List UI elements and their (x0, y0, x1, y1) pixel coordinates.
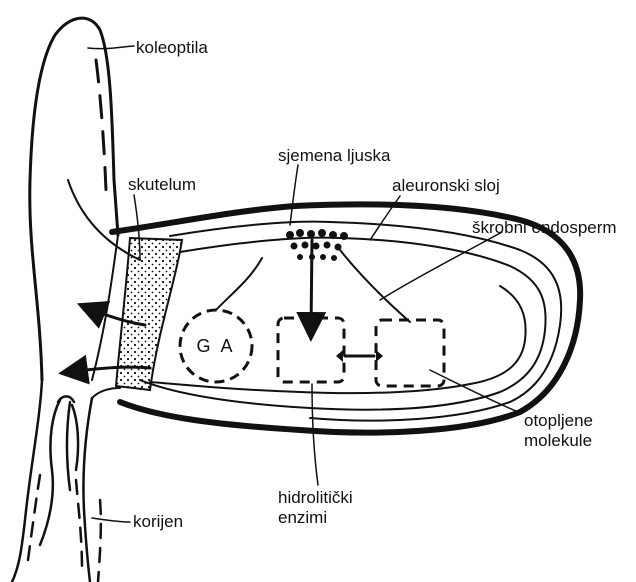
label-sjemena-ljuska: sjemena ljuska (278, 146, 391, 165)
label-skrobni-endosperm: škrobni endosperm (472, 218, 617, 237)
ga-circle: G A (180, 310, 252, 382)
label-aleuronski-sloj: aleuronski sloj (392, 176, 500, 195)
roots (28, 396, 101, 582)
label-koleoptila: koleoptila (136, 38, 208, 57)
aleurone-cells (286, 229, 348, 261)
label-hidroliticki: hidrolitički (278, 488, 353, 507)
aleurone-to-molecules-line (340, 250, 410, 322)
ga-label: G A (196, 336, 235, 356)
dissolved-molecules-box (376, 320, 444, 386)
label-molekule: molekule (524, 431, 592, 450)
aleurone-to-ga-line (216, 258, 262, 310)
label-enzimi: enzimi (278, 508, 327, 527)
aleurone-to-enzyme-arrow (311, 240, 312, 330)
aleurone-layer (140, 238, 546, 410)
label-skutelum: skutelum (128, 175, 196, 194)
label-otopljene: otopljene (524, 411, 593, 430)
label-korijen: korijen (133, 512, 183, 531)
